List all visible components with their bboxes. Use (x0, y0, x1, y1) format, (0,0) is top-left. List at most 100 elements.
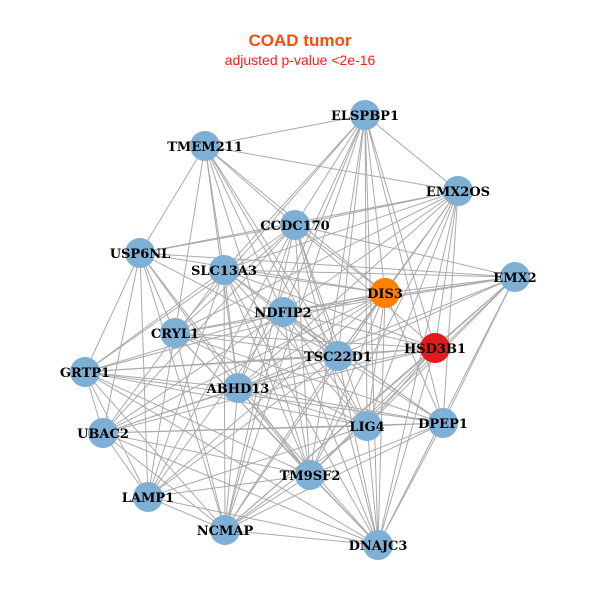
edge-SLC13A3-DNAJC3 (223, 269, 379, 546)
node-lamp1: LAMP1 (122, 482, 174, 512)
edge-DPEP1-TM9SF2 (309, 422, 444, 476)
edge-EMX2OS-ABHD13 (237, 190, 459, 389)
node-dnajc3: DNAJC3 (349, 530, 408, 560)
node-label: DNAJC3 (349, 539, 408, 554)
edge-USP6NL-NCMAP (139, 252, 226, 531)
node-emx2: EMX2 (493, 262, 537, 292)
edge-ELSPBP1-NDFIP2 (282, 114, 366, 313)
edge-EMX2OS-SLC13A3 (223, 190, 459, 271)
edge-USP6NL-TM9SF2 (139, 252, 311, 476)
edge-TMEM211-EMX2OS (204, 145, 459, 192)
edge-UBAC2-TM9SF2 (102, 432, 311, 476)
edge-CRYL1-TSC22D1 (174, 332, 339, 357)
node-tsc22d1: TSC22D1 (304, 341, 372, 371)
edge-ABHD13-DPEP1 (237, 387, 444, 424)
edge-EMX2-TM9SF2 (309, 276, 516, 476)
edge-DIS3-TM9SF2 (309, 292, 386, 476)
edge-ELSPBP1-TM9SF2 (309, 114, 366, 476)
edge-TSC22D1-LAMP1 (147, 355, 339, 498)
edge-NDFIP2-HSD3B1 (282, 311, 436, 349)
edge-TM9SF2-DNAJC3 (309, 474, 379, 546)
node-ndfip2: NDFIP2 (254, 297, 312, 327)
node-circle (295, 460, 325, 490)
edge-GRTP1-LIG4 (84, 371, 368, 427)
edge-CCDC170-NCMAP (224, 224, 296, 531)
edge-SLC13A3-LAMP1 (147, 269, 225, 498)
node-label: SLC13A3 (191, 264, 257, 279)
edge-TM9SF2-LAMP1 (147, 474, 311, 498)
node-abhd13: ABHD13 (206, 373, 269, 403)
node-circle (323, 341, 353, 371)
edge-DPEP1-NCMAP (224, 422, 444, 531)
edge-CCDC170-EMX2 (294, 224, 516, 278)
edge-ELSPBP1-CRYL1 (174, 114, 366, 334)
node-label: TMEM211 (167, 140, 243, 155)
edge-ELSPBP1-DIS3 (364, 114, 386, 294)
edge-USP6NL-DIS3 (139, 252, 386, 294)
node-circle (88, 418, 118, 448)
edge-CCDC170-TSC22D1 (294, 224, 339, 357)
edge-EMX2-TSC22D1 (337, 276, 516, 357)
edge-ELSPBP1-CCDC170 (294, 114, 366, 226)
edge-NDFIP2-LIG4 (282, 311, 368, 427)
node-circle (223, 373, 253, 403)
edge-EMX2-CRYL1 (174, 276, 516, 334)
edge-SLC13A3-NCMAP (223, 269, 226, 531)
node-elspbp1: ELSPBP1 (331, 100, 399, 130)
node-circle (209, 255, 239, 285)
edge-CCDC170-TM9SF2 (294, 224, 311, 476)
node-label: NCMAP (197, 524, 254, 539)
node-tmem211: TMEM211 (167, 131, 243, 161)
edge-DIS3-UBAC2 (102, 292, 386, 434)
edge-NDFIP2-NCMAP (224, 311, 284, 531)
edge-DIS3-NCMAP (224, 292, 386, 531)
edge-SLC13A3-LIG4 (223, 269, 368, 427)
edge-ELSPBP1-SLC13A3 (223, 114, 366, 271)
node-circle (210, 515, 240, 545)
node-circle (160, 318, 190, 348)
edge-UBAC2-NCMAP (102, 432, 226, 531)
node-label: CRYL1 (151, 327, 199, 342)
edge-SLC13A3-GRTP1 (84, 269, 225, 373)
edge-TMEM211-CCDC170 (204, 145, 296, 226)
edge-GRTP1-NCMAP (84, 371, 226, 531)
edge-TSC22D1-DNAJC3 (337, 355, 379, 546)
node-label: GRTP1 (60, 366, 110, 381)
node-circle (133, 482, 163, 512)
node-label: EMX2 (493, 271, 536, 286)
node-grtp1: GRTP1 (60, 357, 110, 387)
node-label: TSC22D1 (304, 350, 372, 365)
node-circle (443, 176, 473, 206)
edge-EMX2OS-HSD3B1 (434, 190, 459, 349)
edge-ABHD13-LIG4 (237, 387, 368, 427)
edge-USP6NL-EMX2 (139, 252, 516, 278)
node-label: DPEP1 (418, 417, 468, 432)
edge-TMEM211-USP6NL (139, 145, 206, 254)
node-circle (428, 408, 458, 438)
edge-TSC22D1-DPEP1 (337, 355, 444, 424)
edge-SLC13A3-DIS3 (223, 269, 386, 294)
edge-USP6NL-UBAC2 (102, 252, 141, 434)
nodes: ELSPBP1TMEM211EMX2OSCCDC170USP6NLSLC13A3… (60, 100, 537, 560)
edge-ELSPBP1-TMEM211 (204, 114, 366, 147)
edge-USP6NL-ABHD13 (139, 252, 239, 389)
edge-EMX2-DIS3 (384, 276, 516, 294)
edge-TSC22D1-NCMAP (224, 355, 339, 531)
edge-TMEM211-NDFIP2 (204, 145, 284, 313)
edge-EMX2OS-CRYL1 (174, 190, 459, 334)
edge-SLC13A3-HSD3B1 (223, 269, 436, 349)
edge-GRTP1-ABHD13 (84, 371, 239, 389)
edge-GRTP1-DPEP1 (84, 371, 444, 424)
node-ubac2: UBAC2 (77, 418, 129, 448)
node-circle (370, 278, 400, 308)
node-circle (70, 357, 100, 387)
node-label: ELSPBP1 (331, 109, 399, 124)
edge-LIG4-DNAJC3 (366, 425, 379, 546)
figure-subtitle: adjusted p-value <2e-16 (224, 52, 376, 68)
edge-HSD3B1-NCMAP (224, 347, 436, 531)
edge-DPEP1-UBAC2 (102, 422, 444, 434)
edge-LAMP1-DNAJC3 (147, 496, 379, 546)
edge-HSD3B1-LIG4 (366, 347, 436, 427)
node-label: LIG4 (349, 420, 384, 435)
